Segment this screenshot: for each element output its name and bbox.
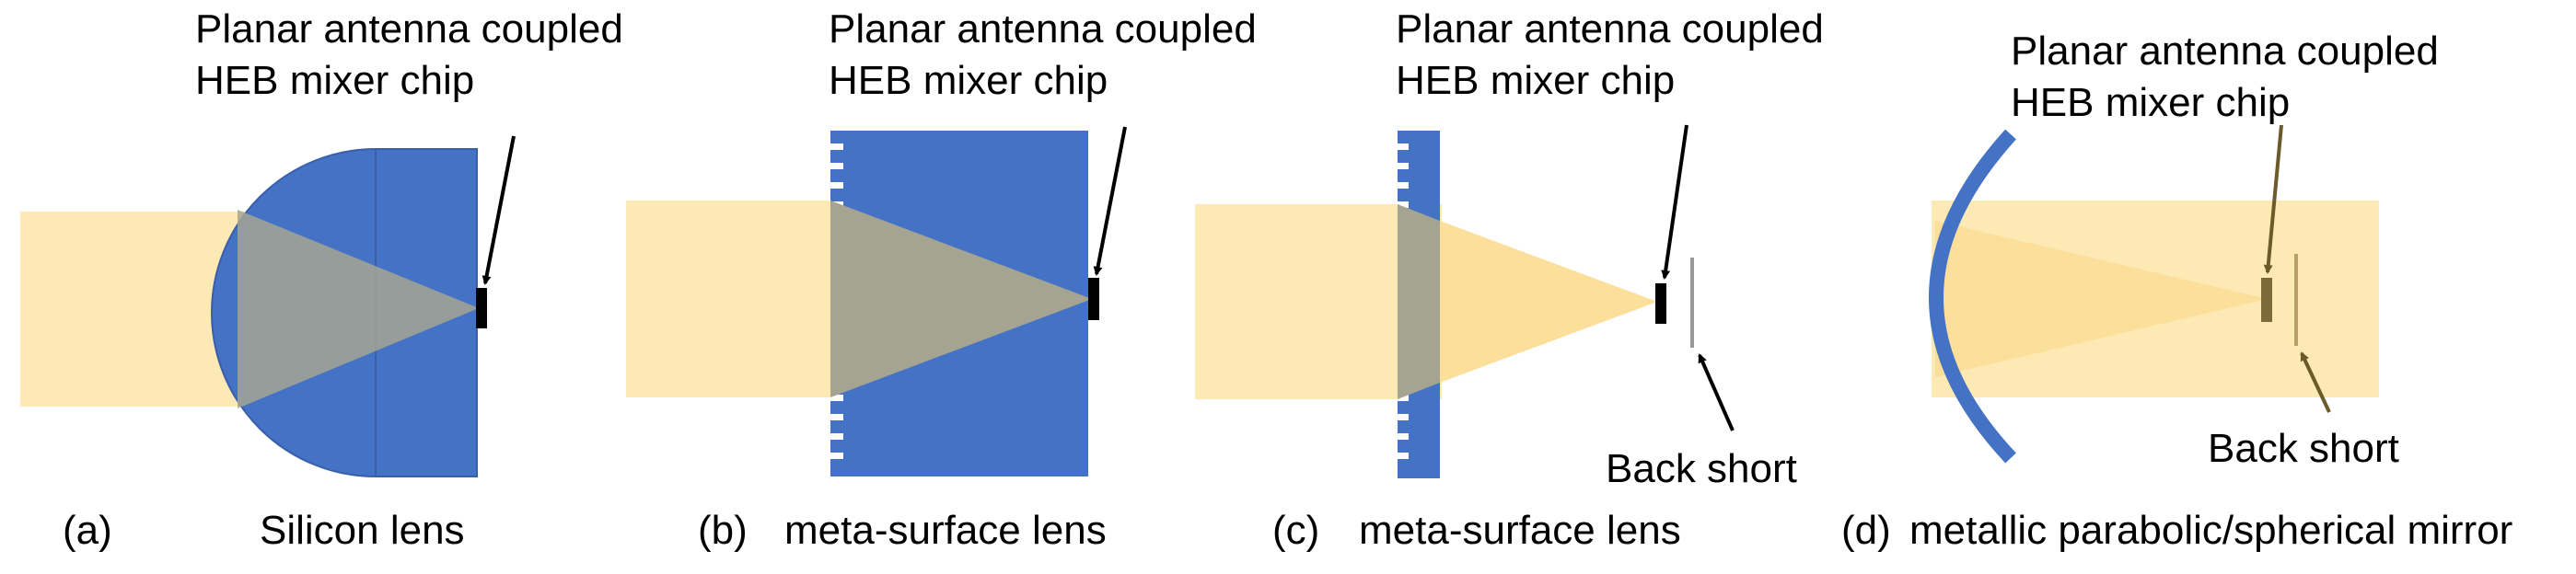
back-short-label-d: Back short bbox=[2208, 426, 2399, 471]
metasurface-notch bbox=[1398, 144, 1409, 150]
chip-label-c-line1: Planar antenna coupled bbox=[1396, 6, 1824, 52]
metasurface-notch bbox=[830, 144, 843, 150]
heb-chip-d bbox=[2261, 278, 2272, 322]
mirror-focus-cone-d bbox=[1935, 221, 2267, 377]
metasurface-notch bbox=[1398, 182, 1409, 189]
panel-b: Planar antenna coupled HEB mixer chip (b… bbox=[626, 6, 1257, 553]
metasurface-notch bbox=[1398, 414, 1409, 420]
chip-pointer-arrow-a bbox=[482, 135, 516, 285]
caption-b: meta-surface lens bbox=[784, 508, 1107, 553]
back-short-arrow-d bbox=[2300, 351, 2331, 413]
heb-chip-a bbox=[476, 288, 487, 328]
panel-d: Planar antenna coupled HEB mixer chip Ba… bbox=[1841, 29, 2512, 553]
panel-letter-a: (a) bbox=[63, 508, 112, 553]
metasurface-notch bbox=[830, 163, 843, 169]
chip-label-b-line1: Planar antenna coupled bbox=[829, 6, 1257, 52]
chip-pointer-arrow-d bbox=[2263, 124, 2283, 274]
back-short-label-c: Back short bbox=[1606, 446, 1797, 491]
panel-letter-c: (c) bbox=[1272, 508, 1319, 553]
caption-d: metallic parabolic/spherical mirror bbox=[1909, 508, 2512, 553]
chip-label-a-line2: HEB mixer chip bbox=[195, 58, 474, 103]
metasurface-notch bbox=[1398, 163, 1409, 169]
metasurface-notch bbox=[830, 395, 843, 401]
caption-a: Silicon lens bbox=[260, 508, 465, 553]
back-short-arrow-c bbox=[1698, 353, 1735, 431]
panel-letter-d: (d) bbox=[1841, 508, 1891, 553]
metasurface-notch bbox=[1398, 453, 1409, 459]
chip-label-d-line2: HEB mixer chip bbox=[2011, 80, 2290, 125]
caption-c: meta-surface lens bbox=[1359, 508, 1681, 553]
chip-label-c-line2: HEB mixer chip bbox=[1396, 58, 1675, 103]
metasurface-notch bbox=[1398, 201, 1409, 208]
chip-label-b-line2: HEB mixer chip bbox=[829, 58, 1108, 103]
heb-chip-b bbox=[1088, 278, 1099, 320]
chip-label-d-line1: Planar antenna coupled bbox=[2011, 29, 2439, 74]
metasurface-notch bbox=[830, 433, 843, 440]
chip-pointer-arrow-b bbox=[1093, 126, 1127, 276]
panel-letter-b: (b) bbox=[698, 508, 748, 553]
metasurface-notch bbox=[1398, 433, 1409, 440]
metasurface-notch bbox=[830, 453, 843, 459]
focus-cone-b bbox=[830, 201, 1092, 397]
heb-chip-c bbox=[1655, 283, 1666, 324]
beam-b bbox=[626, 201, 838, 397]
chip-label-a-line1: Planar antenna coupled bbox=[195, 6, 623, 52]
metasurface-notch bbox=[830, 182, 843, 189]
focus-cone-c-on-lens bbox=[1398, 204, 1440, 399]
parabolic-mirror bbox=[1929, 129, 2016, 464]
chip-pointer-arrow-c bbox=[1661, 124, 1688, 280]
focus-cone-c bbox=[1440, 221, 1657, 383]
panel-a: Planar antenna coupled HEB mixer chip (a… bbox=[20, 6, 623, 553]
metasurface-notch bbox=[1398, 395, 1409, 401]
metasurface-notch bbox=[830, 414, 843, 420]
focus-cone-a bbox=[238, 210, 479, 408]
panel-c: Planar antenna coupled HEB mixer chip Ba… bbox=[1195, 6, 1824, 553]
